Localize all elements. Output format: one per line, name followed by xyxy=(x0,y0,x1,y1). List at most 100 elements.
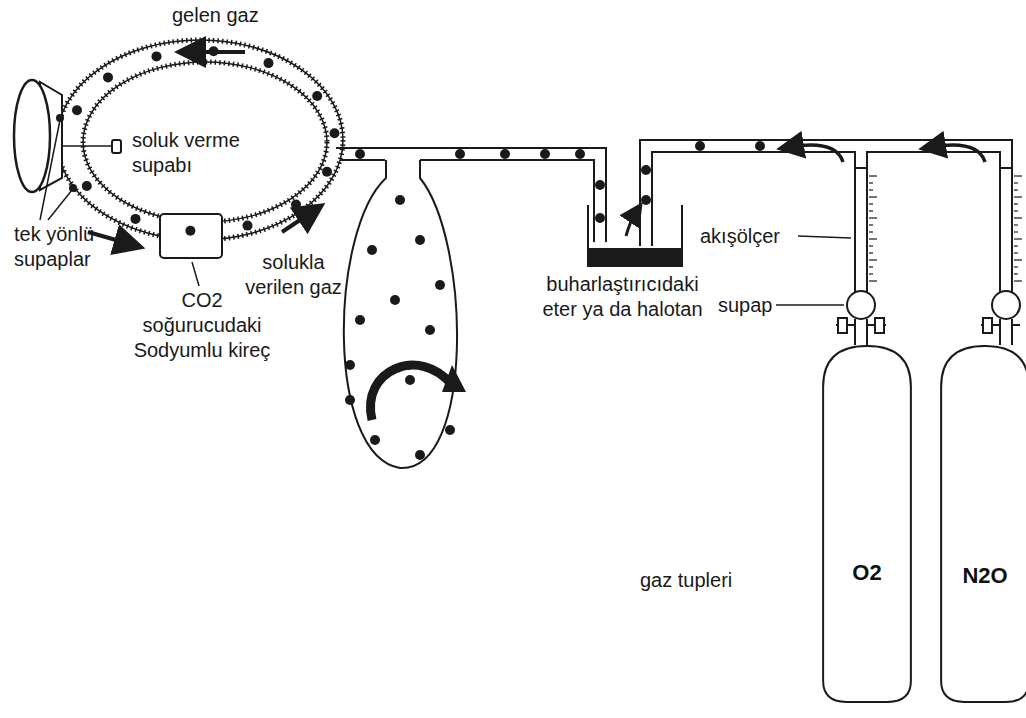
cylinder-label: O2 xyxy=(822,560,912,586)
one-way-valve xyxy=(69,184,77,192)
leader-line xyxy=(40,120,60,220)
scale-tick xyxy=(869,210,873,211)
gas-molecule xyxy=(540,149,550,159)
expiratory-valve xyxy=(112,140,121,153)
cylinder-outline xyxy=(940,345,1026,703)
one-way-valve xyxy=(56,114,64,122)
flowmeter-tube xyxy=(855,168,867,292)
gas-molecule xyxy=(312,91,322,101)
gas-molecule xyxy=(264,58,274,68)
flowmeter-scale xyxy=(869,176,1022,281)
co2-absorber xyxy=(160,214,222,258)
gas-molecule xyxy=(425,325,435,335)
gas-molecule xyxy=(355,315,365,325)
scale-tick xyxy=(869,175,877,176)
leader-line xyxy=(192,262,199,286)
label: gelen gaz xyxy=(172,3,259,28)
label: CO2 soğurucudaki Sodyumlu kireç xyxy=(132,288,272,363)
scale-tick xyxy=(1014,238,1022,239)
scale-tick xyxy=(869,203,873,204)
scale-tick xyxy=(1014,252,1018,253)
gas-molecule xyxy=(209,46,219,56)
scale-tick xyxy=(1014,280,1022,281)
valve-stem xyxy=(855,319,1012,345)
gas-molecule xyxy=(435,280,445,290)
gas-molecule xyxy=(152,51,162,61)
gas-molecule xyxy=(445,425,455,435)
cylinder-valve xyxy=(847,291,875,319)
label: gaz tupleri xyxy=(640,568,732,593)
bag-flow-arrowhead xyxy=(442,365,466,392)
scale-tick xyxy=(869,231,873,232)
scale-tick xyxy=(1014,266,1018,267)
cylinder-outline xyxy=(822,345,912,703)
label: soluk verme supabı xyxy=(132,128,252,178)
gas-molecule xyxy=(367,245,377,255)
gas-molecule xyxy=(82,181,92,191)
gas-molecule xyxy=(641,165,651,175)
gas-molecule xyxy=(415,450,425,460)
gas-molecule xyxy=(355,149,365,159)
cylinder-valve xyxy=(992,291,1020,319)
anesthetic-liquid xyxy=(589,248,681,265)
scale-tick xyxy=(869,189,873,190)
scale-tick xyxy=(1014,245,1018,246)
cylinder-label: N2O xyxy=(940,563,1026,589)
circuit-tube-inner xyxy=(83,62,327,222)
scale-tick xyxy=(1014,273,1018,274)
gas-molecule xyxy=(405,375,415,385)
flowmeter-tube xyxy=(1000,168,1012,292)
gas-molecule xyxy=(243,221,253,231)
gas-pipe xyxy=(640,140,1012,246)
circuit-tube-outer xyxy=(57,40,343,240)
scale-tick xyxy=(869,217,877,218)
reservoir-bag xyxy=(344,160,457,468)
face-mask-rim xyxy=(14,80,50,192)
scale-tick xyxy=(869,252,873,253)
leader-line xyxy=(798,236,851,238)
gas-cylinder: N2O xyxy=(940,345,1026,703)
scale-tick xyxy=(1014,189,1018,190)
leader-line xyxy=(776,304,844,306)
flow-arrow xyxy=(88,232,130,244)
circuit-corrugation xyxy=(83,62,327,222)
gas-molecule xyxy=(595,180,605,190)
label: tek yönlü supaplar xyxy=(14,222,102,272)
gas-molecules xyxy=(72,46,765,460)
gas-molecule xyxy=(455,149,465,159)
scale-tick xyxy=(1014,217,1022,218)
gas-molecule xyxy=(185,226,195,236)
gas-molecule xyxy=(345,395,355,405)
gas-molecule xyxy=(595,213,605,223)
gas-molecule xyxy=(322,167,332,177)
leader-line xyxy=(48,190,72,220)
gas-molecule xyxy=(131,214,141,224)
scale-tick xyxy=(1014,196,1022,197)
scale-tick xyxy=(869,266,873,267)
scale-tick xyxy=(869,238,877,239)
valve-knob xyxy=(983,318,992,333)
gas-molecule xyxy=(500,149,510,159)
scale-tick xyxy=(869,182,873,183)
gas-molecule xyxy=(395,195,405,205)
scale-tick xyxy=(869,259,877,260)
circuit-corrugation xyxy=(57,40,343,240)
scale-tick xyxy=(869,280,877,281)
label: akışölçer xyxy=(700,224,780,249)
vaporizer xyxy=(588,205,682,266)
gas-molecule xyxy=(103,72,113,82)
flow-arrow xyxy=(932,145,985,162)
gas-molecule xyxy=(370,435,380,445)
flow-arrow xyxy=(790,145,843,162)
label: supap xyxy=(718,293,773,318)
gas-molecule xyxy=(291,200,301,210)
gas-molecule xyxy=(345,360,355,370)
gas-molecule xyxy=(72,105,82,115)
scale-tick xyxy=(1014,182,1018,183)
bag-flow-arrow xyxy=(370,365,452,420)
scale-tick xyxy=(1014,175,1022,176)
gas-molecule xyxy=(575,149,585,159)
gas-cylinder: O2 xyxy=(822,345,912,703)
scale-tick xyxy=(1014,259,1022,260)
gas-molecule xyxy=(415,235,425,245)
